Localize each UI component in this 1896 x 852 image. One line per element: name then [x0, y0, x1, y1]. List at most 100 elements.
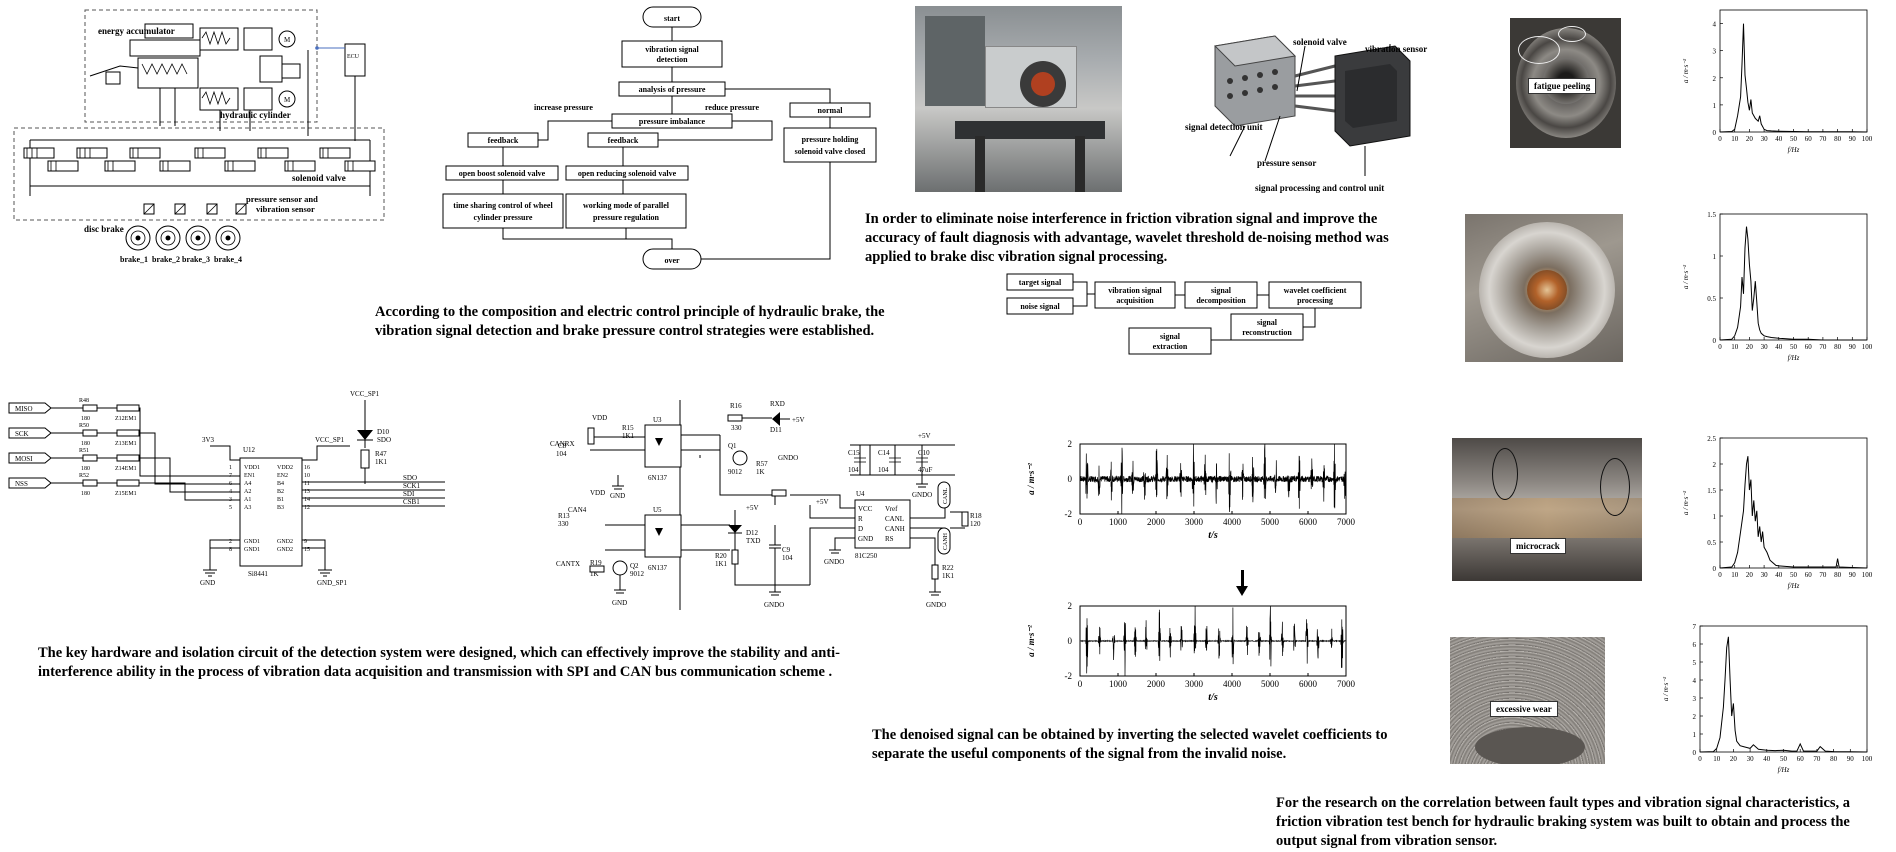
r15-val: 1K1: [622, 432, 635, 440]
chip-pin-num-left: 5: [229, 505, 232, 511]
label-pressure-sensor: pressure sensor: [1257, 158, 1316, 168]
fc-reduce: reduce pressure: [705, 103, 759, 112]
p5v-caps: +5V: [918, 432, 931, 440]
q1-label: Q1: [728, 442, 737, 450]
gnd-spi-label: GND_SP1: [317, 579, 347, 587]
x-tick-label: 0: [1718, 343, 1722, 351]
x-tick-label: 20: [1730, 755, 1738, 763]
c8-label: C8: [558, 442, 567, 450]
spectrum-line: [1719, 226, 1867, 341]
port-sck[interactable]: [8, 427, 52, 439]
port-miso[interactable]: [8, 402, 52, 414]
supply-spi: VCC_SP1: [315, 436, 345, 444]
y-tick-label: 2: [1068, 601, 1073, 611]
spectrum-line: [1719, 23, 1868, 133]
wf-rec-1: signal: [1257, 318, 1278, 327]
led-d10: D10: [377, 428, 390, 436]
r47: R47: [375, 450, 387, 458]
x-tick-label: 5000: [1261, 517, 1280, 527]
wf-noise: noise signal: [1020, 302, 1060, 311]
u4-pin-d: D: [858, 525, 863, 533]
x-tick-label: 40: [1775, 135, 1783, 143]
u4-pin-rs: RS: [885, 535, 894, 543]
chip-pin-left: A2: [244, 489, 251, 495]
u4-pin-canh: CANH: [885, 525, 905, 533]
x-tick-label: 100: [1862, 755, 1873, 763]
gndo-c: GNDO: [824, 558, 844, 566]
x-axis-label: t/s: [1208, 530, 1218, 541]
chip-pin-right: B2: [277, 489, 284, 495]
x-tick-label: 1000: [1109, 679, 1128, 689]
chip-pin-num-right: 13: [304, 489, 310, 495]
port-label: MISO: [15, 405, 33, 413]
y-tick-label: 0.5: [1707, 539, 1716, 547]
u3-label: U3: [653, 416, 662, 424]
gndo-d: GNDO: [926, 601, 946, 609]
chip-pin-num-left: 8: [229, 547, 232, 553]
resistor-label: R52: [79, 473, 89, 479]
q1-part: 9012: [728, 468, 743, 476]
y-tick-label: -2: [1065, 671, 1073, 681]
wf-ext-2: extraction: [1153, 342, 1188, 351]
y-tick-label: 1.5: [1707, 211, 1716, 219]
chip-pin-num-left: 6: [229, 481, 232, 487]
y-tick-label: 4: [1713, 21, 1717, 29]
chip-pin-num-left: 7: [229, 473, 232, 479]
y-tick-label: 5: [1693, 659, 1697, 667]
x-tick-label: 30: [1761, 135, 1769, 143]
chip-pin-left: GND1: [244, 539, 260, 545]
x-tick-label: 1000: [1109, 517, 1128, 527]
brake-wheels: [125, 225, 241, 251]
y-axis-label: a / m·s⁻²: [1662, 676, 1670, 701]
fc-analysis: analysis of pressure: [639, 85, 706, 94]
led-net: SDO: [377, 436, 391, 444]
fc-normal: normal: [818, 106, 844, 115]
u4-pin-vref: Vref: [885, 505, 898, 513]
c15-val: 104: [848, 466, 859, 474]
chip-pin-num-left: 1: [229, 465, 232, 471]
x-tick-label: 50: [1790, 343, 1798, 351]
fc-parallel-1: working mode of parallel: [583, 201, 670, 210]
canh-port[interactable]: CANH: [943, 532, 949, 550]
resistor-value: 180: [81, 491, 90, 497]
x-tick-label: 20: [1746, 343, 1754, 351]
x-tick-label: 50: [1790, 571, 1798, 579]
x-tick-label: 2000: [1147, 679, 1166, 689]
canrx-label: CANRX: [550, 440, 575, 448]
c9-label: C9: [782, 546, 791, 554]
gnd-bottom: GND: [612, 599, 627, 607]
ferrite-bead: [116, 429, 140, 437]
chip-pin-left: VDD1: [244, 465, 260, 471]
wf-acq-1: vibration signal: [1108, 286, 1162, 295]
tag-wear: excessive wear: [1490, 701, 1558, 717]
arrow-down: [1241, 570, 1244, 588]
net-sdi: SDI: [403, 490, 415, 498]
x-tick-label: 2000: [1147, 517, 1166, 527]
chart-frame: [1719, 437, 1868, 569]
y-tick-label: 2: [1713, 75, 1717, 83]
chip-pin-num-right: 12: [304, 505, 310, 511]
y-tick-label: 0: [1713, 129, 1717, 137]
r57-label: R57: [756, 460, 768, 468]
y-tick-label: 0: [1068, 474, 1073, 484]
x-tick-label: 100: [1862, 343, 1873, 351]
y-axis-label: a / m·s⁻²: [1682, 490, 1690, 515]
ferrite-bead: [116, 404, 140, 412]
u3-part: 6N137: [648, 474, 668, 482]
bead-label: Z15EM1: [115, 491, 137, 497]
chip-pin-left: A1: [244, 497, 251, 503]
fc-detection-2: detection: [656, 55, 688, 64]
y-tick-label: -2: [1065, 509, 1073, 519]
port-mosi[interactable]: [8, 452, 52, 464]
net-sck1: SCK1: [403, 482, 421, 490]
fc-parallel-2: pressure regulation: [593, 213, 660, 222]
y-tick-label: 0: [1713, 565, 1717, 573]
photo-microcrack-disc: microcrack: [1452, 438, 1642, 581]
bead-label: Z14EM1: [115, 466, 137, 472]
canl-port[interactable]: CANL: [943, 487, 949, 504]
c10-label: C10: [918, 449, 930, 457]
vdd-bottom: VDD: [590, 489, 605, 497]
port-nss[interactable]: [8, 477, 52, 489]
